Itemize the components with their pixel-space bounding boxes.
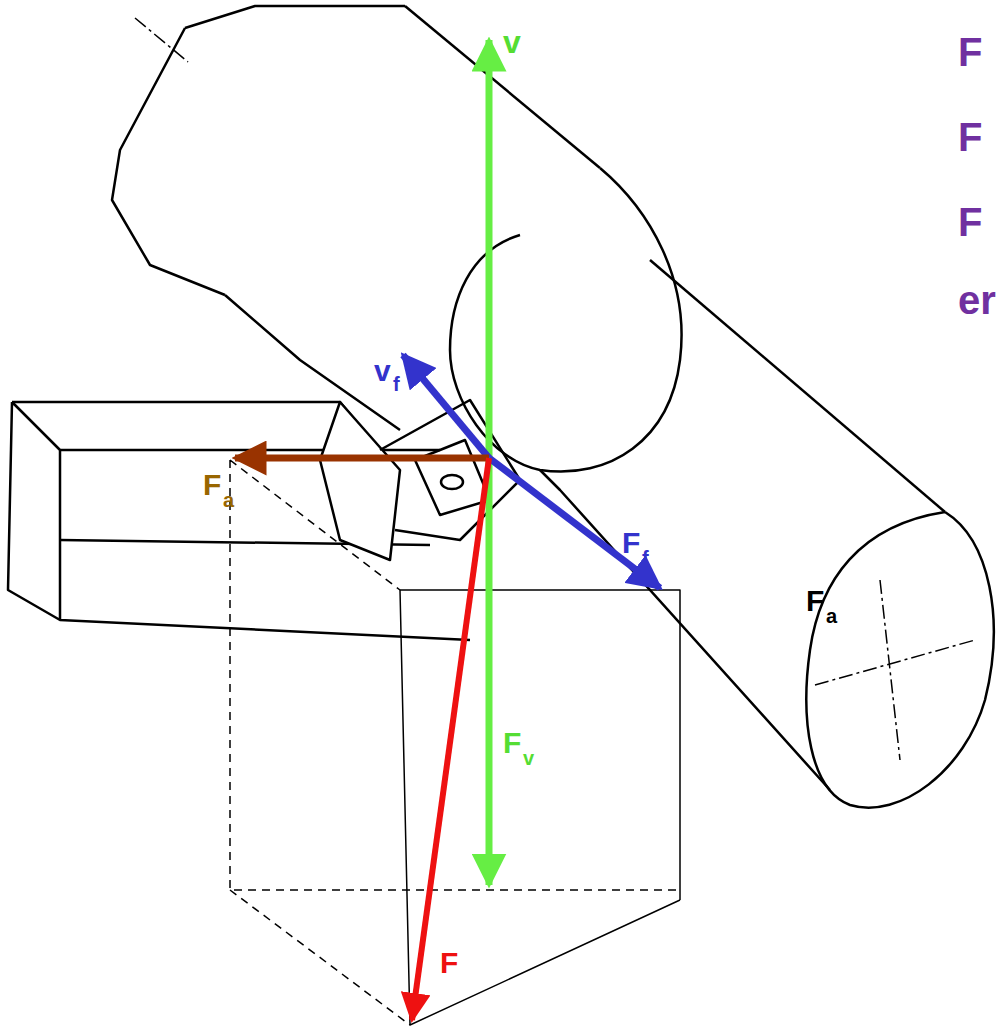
cut-heading: F [958,202,982,242]
force-label: F [440,948,458,978]
force-label: F [503,728,521,758]
subscript: a [223,490,234,510]
subscript: v [523,748,534,768]
cut-heading: F [958,32,982,72]
cut-heading: er [958,280,996,320]
cut-heading: F [958,117,982,157]
subscript: f [393,374,400,394]
subscript: f [642,548,649,568]
subscript: a [826,606,837,626]
force-label: F [622,528,640,558]
velocity-label: v [374,356,391,386]
force-label: F [806,586,824,616]
force-label: F [203,470,221,500]
velocity-label: v [503,26,521,58]
